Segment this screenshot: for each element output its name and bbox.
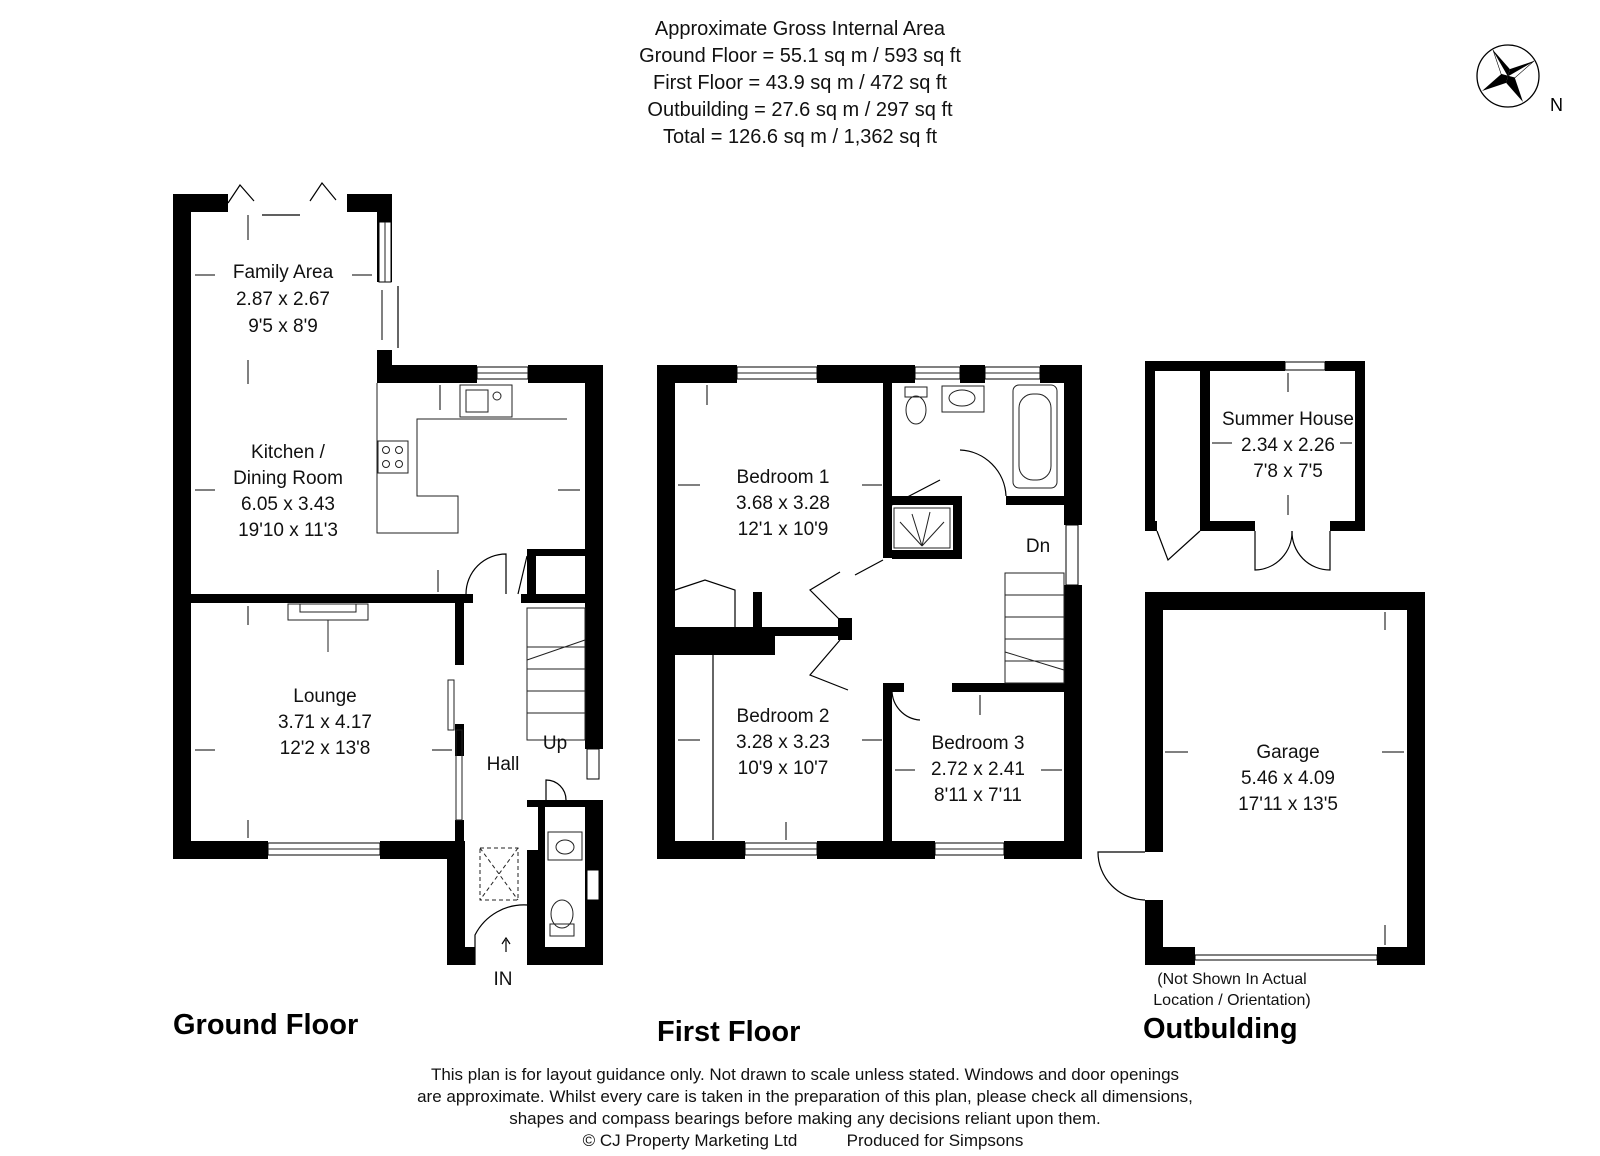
outbuilding-plan — [1097, 361, 1425, 965]
disclaimer: This plan is for layout guidance only. N… — [417, 1065, 1193, 1150]
bedroom3-metric: 2.72 x 2.41 — [931, 759, 1025, 780]
produced-for-text: Produced for Simpsons — [847, 1131, 1024, 1150]
kitchen-imperial: 19'10 x 11'3 — [238, 520, 338, 541]
outbuilding-dimension-arrows — [1165, 373, 1404, 945]
disclaimer-line1: This plan is for layout guidance only. N… — [431, 1065, 1179, 1084]
bedroom1-metric: 3.68 x 3.28 — [736, 493, 830, 514]
kitchen-name-line2: Dining Room — [233, 468, 343, 489]
area-summary-title: Approximate Gross Internal Area — [655, 18, 946, 40]
ground-dimension-arrows — [195, 215, 580, 838]
stairs-down-label: Dn — [1026, 536, 1050, 557]
garage-metric: 5.46 x 4.09 — [1241, 768, 1335, 789]
lounge-imperial: 12'2 x 13'8 — [280, 738, 371, 759]
family-area-name: Family Area — [233, 262, 334, 283]
kitchen-metric: 6.05 x 3.43 — [241, 494, 335, 515]
area-first-floor: First Floor = 43.9 sq m / 472 sq ft — [653, 72, 947, 94]
bedroom3-name: Bedroom 3 — [932, 733, 1025, 754]
disclaimer-line3: shapes and compass bearings before makin… — [509, 1109, 1101, 1128]
outbuilding-title: Outbulding — [1143, 1013, 1298, 1045]
first-floor-stairs — [1004, 572, 1065, 684]
outbuilding-note-line1: (Not Shown In Actual — [1157, 971, 1306, 988]
stairs-up-label: Up — [543, 733, 567, 754]
first-floor-title: First Floor — [657, 1016, 800, 1048]
hall-name: Hall — [487, 754, 520, 775]
kitchen-name-line1: Kitchen / — [251, 442, 326, 463]
ground-floor-title: Ground Floor — [173, 1009, 358, 1041]
area-ground-floor: Ground Floor = 55.1 sq m / 593 sq ft — [639, 45, 961, 67]
entrance-label: IN — [494, 969, 513, 990]
outbuilding-note-line2: Location / Orientation) — [1153, 992, 1310, 1009]
lounge-metric: 3.71 x 4.17 — [278, 712, 372, 733]
bedroom1-name: Bedroom 1 — [737, 467, 830, 488]
bedroom1-imperial: 12'1 x 10'9 — [738, 519, 829, 540]
compass-rose-icon: N — [1476, 44, 1563, 115]
bedroom2-name: Bedroom 2 — [737, 706, 830, 727]
copyright-text: © CJ Property Marketing Ltd — [583, 1131, 798, 1150]
area-total: Total = 126.6 sq m / 1,362 sq ft — [663, 126, 937, 148]
compass-north-label: N — [1550, 95, 1563, 115]
bedroom2-metric: 3.28 x 3.23 — [736, 732, 830, 753]
first-dimension-arrows — [678, 385, 1062, 840]
family-area-imperial: 9'5 x 8'9 — [248, 316, 318, 337]
ground-floor-plan — [173, 181, 603, 965]
garage-imperial: 17'11 x 13'5 — [1238, 794, 1338, 815]
summer-house-metric: 2.34 x 2.26 — [1241, 435, 1335, 456]
area-outbuilding: Outbuilding = 27.6 sq m / 297 sq ft — [647, 99, 953, 121]
bedroom2-imperial: 10'9 x 10'7 — [738, 758, 829, 779]
ground-stairs — [526, 607, 586, 741]
bedroom3-imperial: 8'11 x 7'11 — [934, 785, 1022, 806]
garage-name: Garage — [1256, 742, 1319, 763]
lounge-name: Lounge — [293, 686, 356, 707]
summer-house-name: Summer House — [1222, 409, 1354, 430]
family-area-metric: 2.87 x 2.67 — [236, 289, 330, 310]
first-floor-plan — [657, 365, 1082, 859]
summer-house-imperial: 7'8 x 7'5 — [1253, 461, 1323, 482]
area-summary: Approximate Gross Internal Area Ground F… — [639, 18, 961, 148]
disclaimer-line2: are approximate. Whilst every care is ta… — [417, 1087, 1193, 1106]
